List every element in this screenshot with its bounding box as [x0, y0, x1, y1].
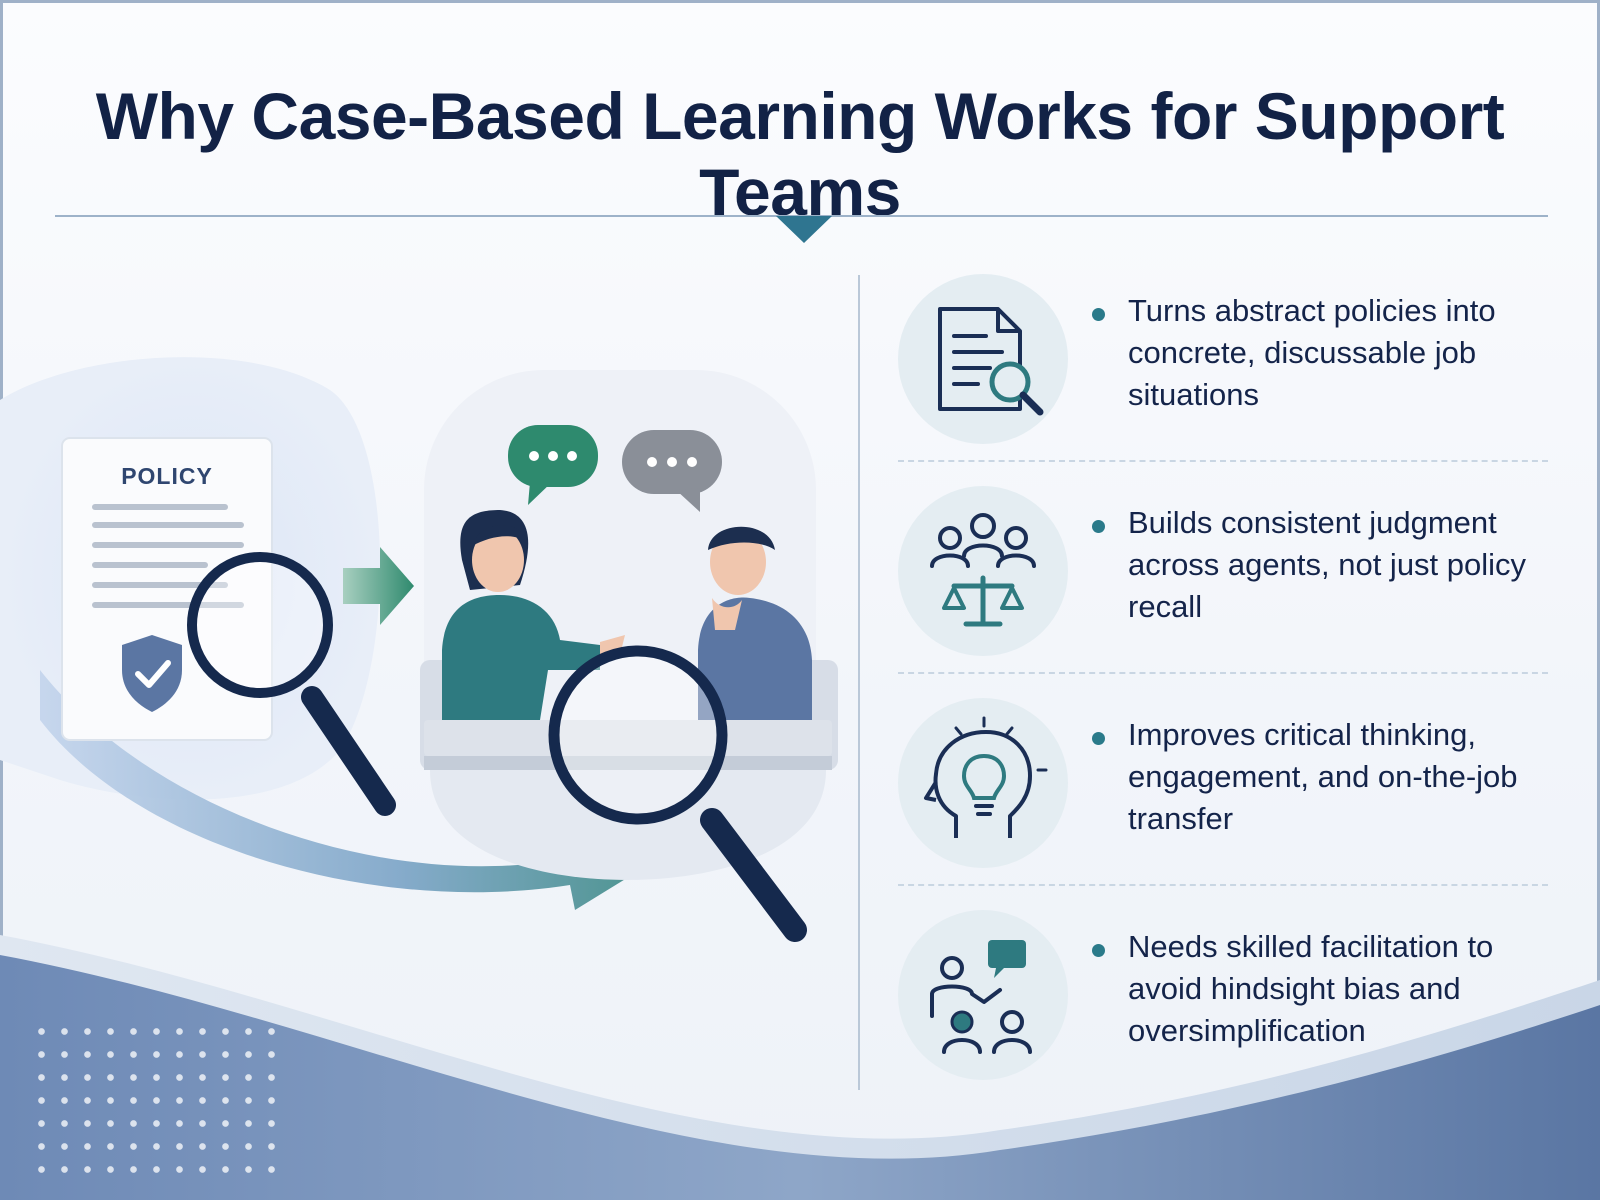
benefit-item: Needs skilled facilitation to avoid hind… — [880, 906, 1560, 1118]
case-illustration — [0, 357, 838, 942]
team-scales-icon — [898, 486, 1068, 656]
head-lightbulb-icon — [898, 698, 1068, 868]
benefit-text: Turns abstract policies into concrete, d… — [1128, 293, 1496, 412]
benefit-text: Builds consistent judgment across agents… — [1128, 505, 1527, 624]
benefit-text: Improves critical thinking, engagement, … — [1128, 717, 1518, 836]
facilitator-group-icon — [898, 910, 1068, 1080]
magnifier-policy-icon — [187, 552, 396, 816]
column-divider — [858, 275, 860, 1090]
bullet-dot — [1092, 732, 1105, 745]
right-arrow-icon — [343, 547, 414, 625]
bottom-wave — [0, 935, 1600, 1200]
bullet-dot — [1092, 520, 1105, 533]
benefit-separator — [898, 884, 1548, 886]
chat-bubble-green-icon — [508, 425, 598, 505]
benefits-list: Turns abstract policies into concrete, d… — [880, 270, 1560, 1118]
benefit-item: Turns abstract policies into concrete, d… — [880, 270, 1560, 482]
transfer-curve-arrow — [40, 670, 640, 910]
benefit-separator — [898, 672, 1548, 674]
bullet-dot — [1092, 308, 1105, 321]
benefit-text: Needs skilled facilitation to avoid hind… — [1128, 929, 1494, 1048]
divider-pointer — [776, 216, 832, 243]
table — [424, 720, 832, 756]
document-search-icon — [898, 274, 1068, 444]
page-title: Why Case-Based Learning Works for Suppor… — [95, 79, 1505, 229]
policy-document — [61, 437, 273, 741]
dot-pattern — [30, 1020, 290, 1180]
man-figure — [698, 526, 812, 720]
benefit-separator — [898, 460, 1548, 462]
benefit-item: Builds consistent judgment across agents… — [880, 482, 1560, 694]
magnifier-discussion-icon — [548, 645, 807, 942]
policy-label: POLICY — [121, 463, 213, 489]
benefit-item: Improves critical thinking, engagement, … — [880, 694, 1560, 906]
shield-check-icon — [122, 635, 182, 712]
bullet-dot — [1092, 944, 1105, 957]
woman-figure — [442, 510, 625, 720]
chat-bubble-gray-icon — [622, 430, 722, 512]
